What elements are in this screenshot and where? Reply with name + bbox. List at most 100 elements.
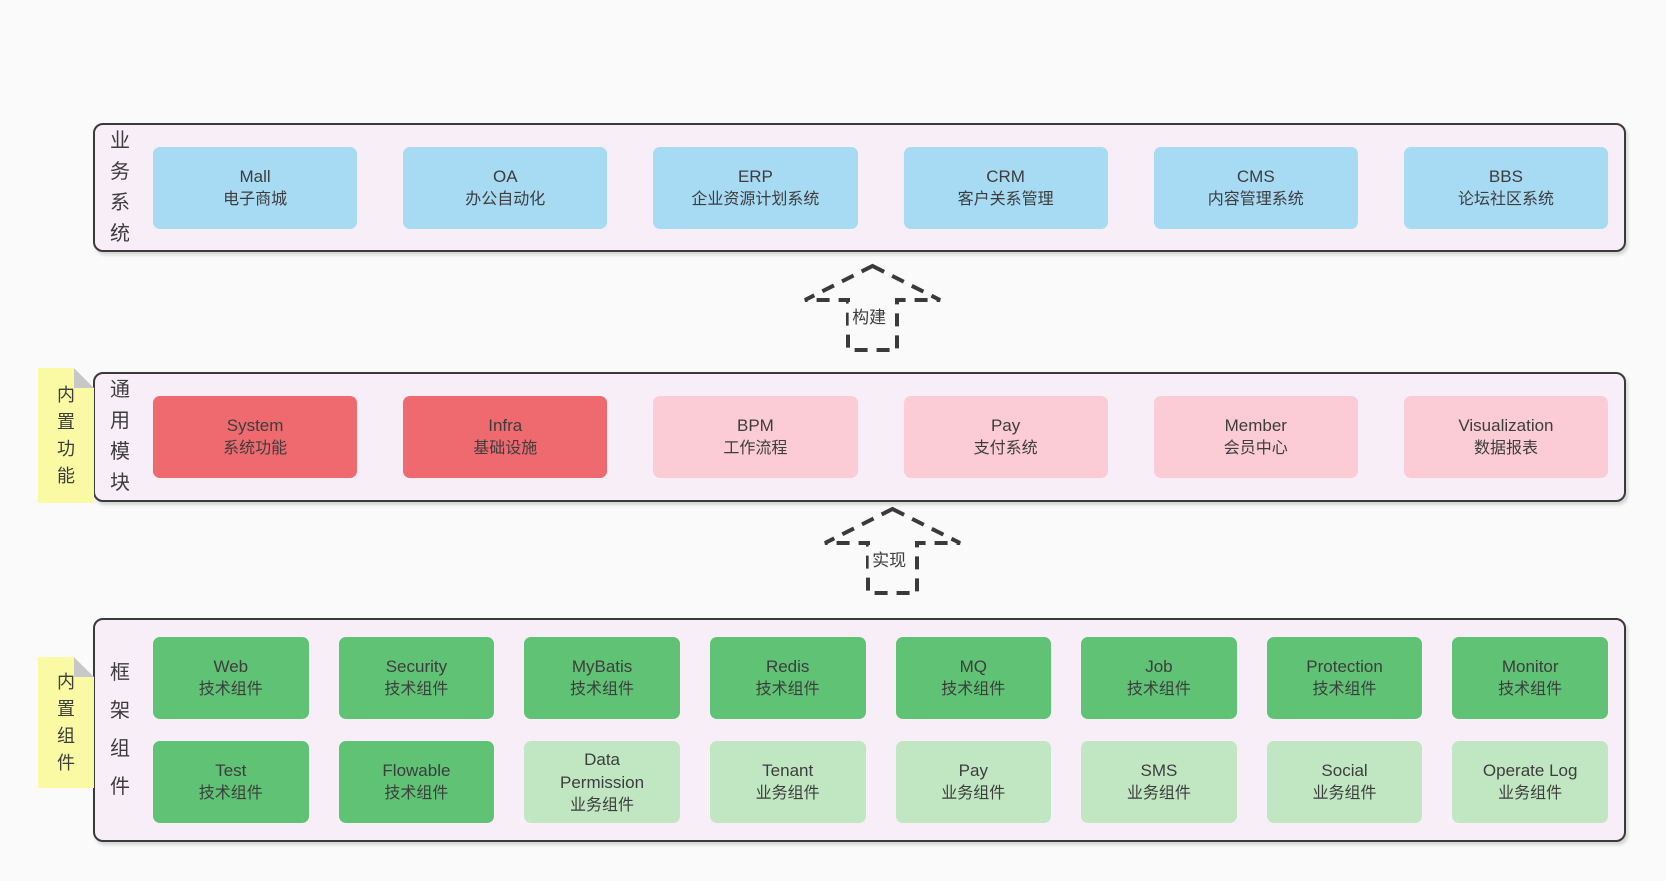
node-title: OA: [492, 166, 518, 186]
sticky-built-in-features: 内置功能: [38, 368, 94, 503]
node-title: BBS: [1488, 166, 1523, 186]
node-title: Data Permission: [560, 749, 645, 792]
arrow-implement-label: 实现: [868, 545, 911, 572]
node-title: Visualization: [1458, 416, 1554, 435]
business-boxes: Mall 电子商城 OA 办公自动化 ERP 企业资源计划系统 CRM 客户关系…: [153, 146, 1609, 229]
arrow-implement: 实现: [820, 505, 965, 597]
node-title: Job: [1145, 657, 1173, 676]
node-subtitle: 办公自动化: [465, 190, 546, 208]
band-business-systems: 业务系统 Mall 电子商城 OA 办公自动化 ERP 企业资源计划系统 CRM…: [93, 123, 1626, 252]
node-subtitle: 技术组件: [1498, 681, 1563, 698]
node-bpm: BPM 工作流程: [653, 396, 858, 478]
node-subtitle: 技术组件: [570, 681, 635, 698]
node-subtitle: 技术组件: [1312, 681, 1377, 698]
band-common-modules: 通用模块 System 系统功能 Infra 基础设施 BPM 工作流程 Pay…: [93, 372, 1626, 502]
node-redis: Redis 技术组件: [709, 637, 866, 719]
node-oa: OA 办公自动化: [403, 146, 608, 229]
node-subtitle: 业务组件: [1126, 785, 1191, 802]
node-title: CRM: [986, 166, 1025, 186]
node-flowable: Flowable 技术组件: [338, 741, 495, 823]
node-subtitle: 基础设施: [473, 440, 538, 457]
node-system: System 系统功能: [153, 396, 358, 478]
node-title: Redis: [765, 657, 810, 676]
node-title: Operate Log: [1482, 761, 1578, 780]
node-subtitle: 数据报表: [1473, 440, 1538, 457]
node-title: Monitor: [1501, 657, 1559, 676]
node-title: Security: [385, 657, 448, 676]
node-security: Security 技术组件: [338, 637, 495, 719]
node-title: Pay: [958, 761, 988, 780]
node-title: SMS: [1140, 761, 1178, 780]
sticky-label: 内置组件: [57, 671, 75, 773]
node-subtitle: 客户关系管理: [957, 190, 1054, 208]
node-title: System: [226, 416, 284, 435]
node-social: Social 业务组件: [1266, 741, 1423, 823]
node-sms: SMS 业务组件: [1081, 741, 1237, 823]
band-modules-label: 通用模块: [110, 379, 130, 494]
band-business-label: 业务系统: [110, 129, 130, 245]
node-pay-system: Pay 支付系统: [903, 396, 1108, 478]
node-crm: CRM 客户关系管理: [903, 146, 1108, 229]
node-title: Test: [215, 761, 247, 780]
node-operate-log: Operate Log 业务组件: [1452, 741, 1608, 823]
band-framework-components: 框架组件 Web 技术组件 Security 技术组件 MyBatis 技术组件…: [93, 618, 1626, 842]
node-cms: CMS 内容管理系统: [1153, 146, 1358, 229]
component-row-1: Web 技术组件 Security 技术组件 MyBatis 技术组件 Redi…: [153, 637, 1608, 719]
node-title: MyBatis: [571, 657, 633, 676]
node-title: ERP: [737, 166, 773, 186]
node-title: Infra: [488, 416, 523, 435]
node-subtitle: 内容管理系统: [1207, 190, 1304, 208]
node-web: Web 技术组件: [153, 637, 309, 719]
node-subtitle: 论坛社区系统: [1457, 190, 1554, 208]
node-title: Protection: [1306, 657, 1383, 676]
node-mall: Mall 电子商城: [153, 146, 358, 229]
node-subtitle: 业务组件: [1498, 785, 1563, 802]
node-infra: Infra 基础设施: [403, 396, 608, 478]
node-title: BPM: [737, 416, 774, 435]
node-member: Member 会员中心: [1153, 396, 1358, 478]
node-subtitle: 会员中心: [1223, 440, 1288, 457]
node-subtitle: 业务组件: [941, 785, 1006, 802]
node-subtitle: 技术组件: [941, 681, 1006, 698]
node-subtitle: 系统功能: [223, 440, 288, 457]
node-title: Social: [1321, 761, 1368, 780]
node-subtitle: 技术组件: [384, 681, 449, 698]
arrow-build-label: 构建: [848, 302, 891, 329]
node-subtitle: 支付系统: [973, 440, 1038, 457]
node-erp: ERP 企业资源计划系统: [653, 146, 858, 229]
node-mq: MQ 技术组件: [895, 637, 1052, 719]
node-subtitle: 技术组件: [384, 785, 449, 802]
node-subtitle: 电子商城: [223, 190, 288, 208]
node-title: MQ: [959, 657, 987, 676]
band-components-label: 框架组件: [110, 662, 130, 798]
node-test: Test 技术组件: [153, 741, 309, 823]
node-subtitle: 技术组件: [198, 681, 263, 698]
node-subtitle: 企业资源计划系统: [691, 190, 820, 208]
node-title: Flowable: [382, 761, 451, 780]
module-boxes: System 系统功能 Infra 基础设施 BPM 工作流程 Pay 支付系统…: [153, 396, 1609, 478]
sticky-built-in-components: 内置组件: [38, 657, 94, 788]
node-subtitle: 业务组件: [755, 785, 820, 802]
node-tenant: Tenant 业务组件: [709, 741, 866, 823]
node-title: Pay: [990, 416, 1021, 435]
node-subtitle: 技术组件: [755, 681, 820, 698]
node-mybatis: MyBatis 技术组件: [524, 637, 680, 719]
node-title: Member: [1224, 416, 1287, 435]
node-subtitle: 业务组件: [1312, 785, 1377, 802]
node-subtitle: 技术组件: [1126, 681, 1191, 698]
node-title: CMS: [1236, 166, 1275, 186]
node-subtitle: 工作流程: [723, 440, 788, 457]
node-bbs: BBS 论坛社区系统: [1403, 146, 1609, 229]
sticky-label: 内置功能: [57, 384, 75, 486]
node-job: Job 技术组件: [1081, 637, 1237, 719]
node-subtitle: 业务组件: [570, 796, 635, 814]
node-title: Tenant: [762, 761, 814, 780]
node-data-permission: Data Permission 业务组件: [524, 741, 680, 823]
node-monitor: Monitor 技术组件: [1452, 637, 1608, 719]
node-title: Mall: [239, 166, 271, 186]
node-protection: Protection 技术组件: [1266, 637, 1423, 719]
node-pay-component: Pay 业务组件: [895, 741, 1052, 823]
node-visualization: Visualization 数据报表: [1403, 396, 1609, 478]
node-subtitle: 技术组件: [198, 785, 263, 802]
component-row-2: Test 技术组件 Flowable 技术组件 Data Permission …: [153, 741, 1608, 823]
